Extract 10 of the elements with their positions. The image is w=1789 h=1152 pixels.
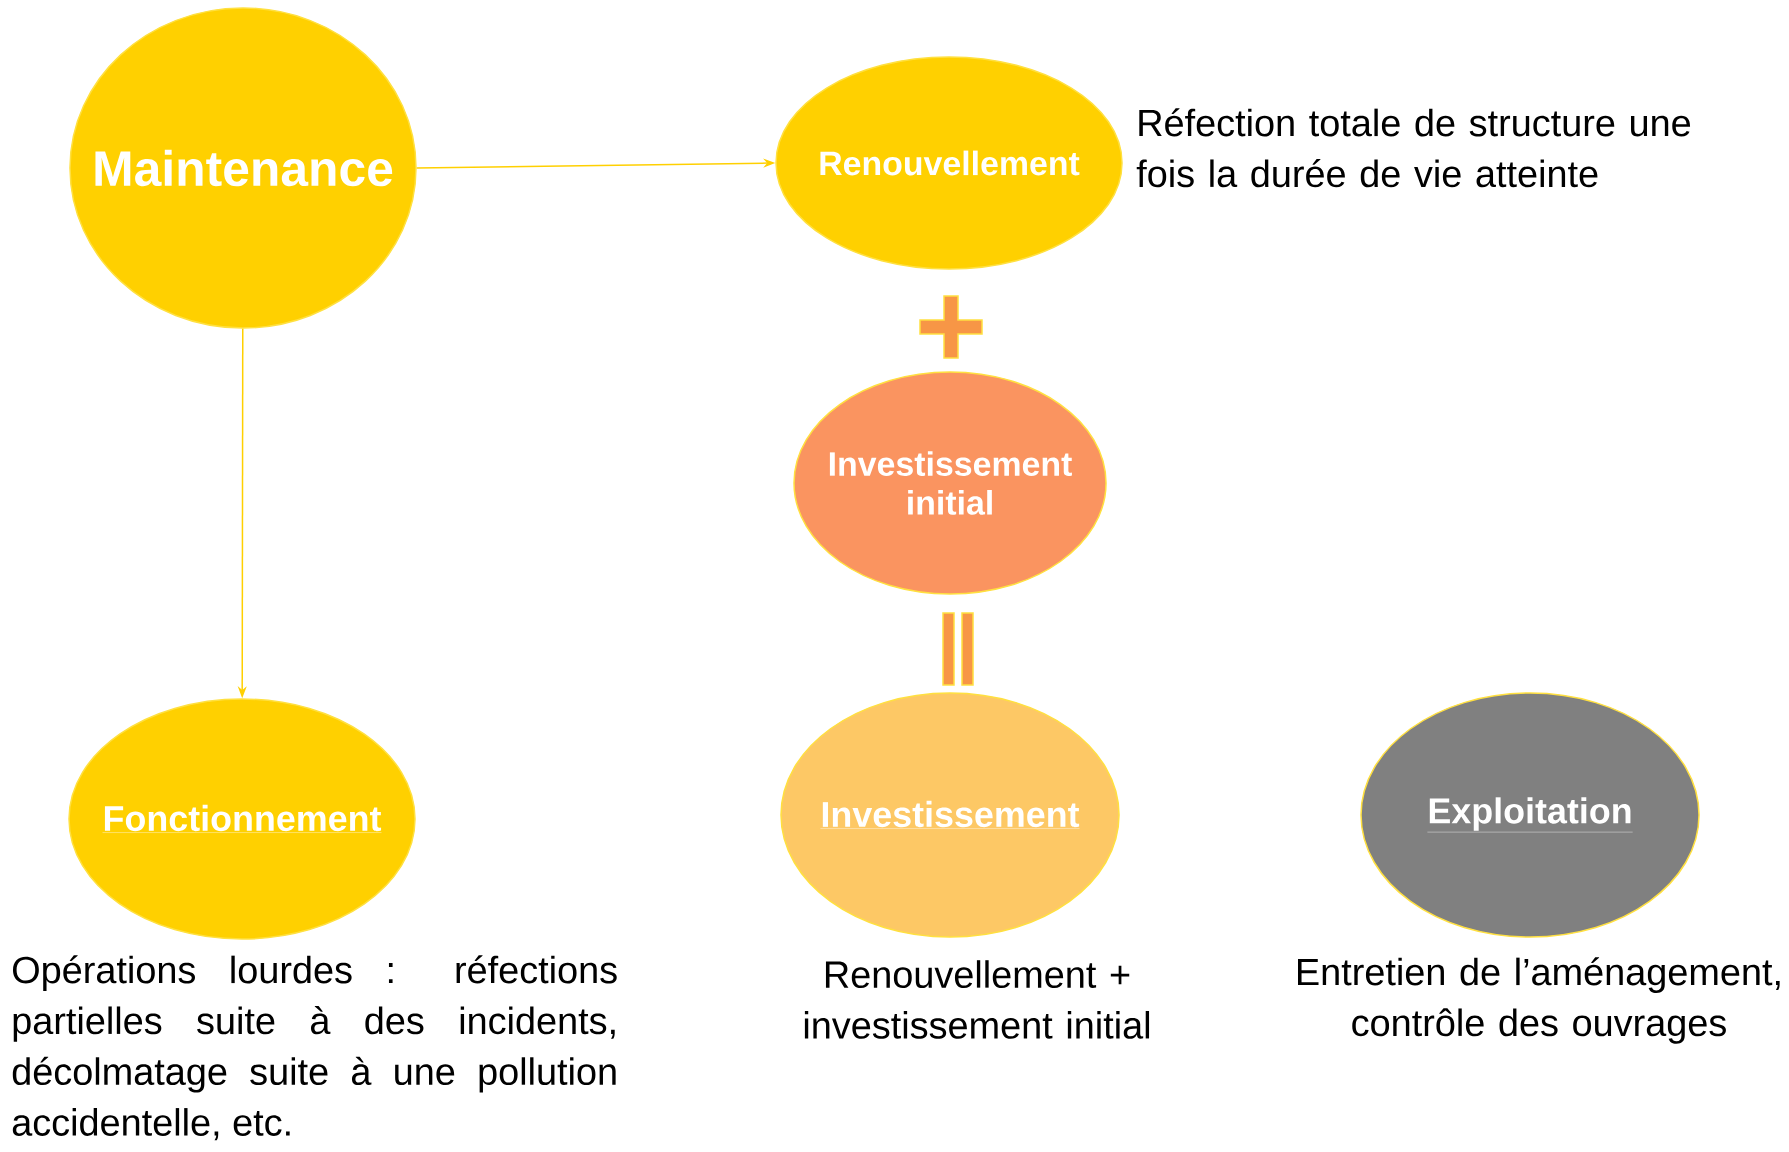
description-text: Réfection totale de structure une fois la durée de vie atteinte (1136, 108, 1691, 188)
description-text: Entretien de l’aménagement, contrôle des ouvrages (1298, 957, 1780, 1044)
description-text: Renouvellement + investissement initial (804, 960, 1150, 1039)
ellipse-node: Maintenance (69, 7, 417, 329)
ellipse-node: Exploitation (1360, 692, 1700, 938)
description-text: Opérations lourdes : réfections partielles suite à des incidents, décolmatage suite à une pollution accidentelle, etc. (12, 955, 617, 1141)
ellipse-node: Fonctionnement (68, 698, 416, 940)
ellipse-node: Investissement initial (793, 371, 1107, 595)
ellipse-node: Investissement (780, 692, 1120, 938)
ellipse-node: Renouvellement (775, 56, 1123, 270)
